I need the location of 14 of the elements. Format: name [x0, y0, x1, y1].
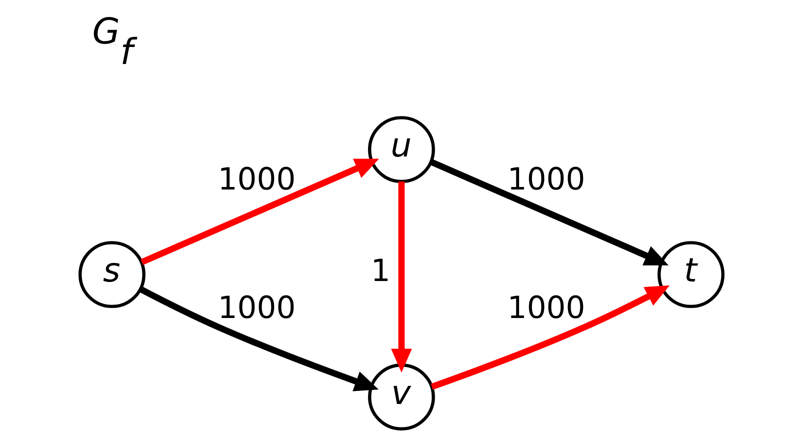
node-circle: u [368, 116, 435, 184]
arrow [430, 285, 670, 390]
arrow [391, 182, 412, 373]
edge-label: 1000 [507, 291, 586, 326]
arrow [430, 159, 669, 266]
node-circle: v [368, 364, 435, 430]
arrow [140, 158, 380, 266]
edge-label: 1000 [507, 162, 586, 198]
node-circle: t [658, 241, 724, 308]
arrow [138, 286, 379, 392]
node-circle: s [78, 241, 146, 308]
edge-label: 1000 [218, 162, 296, 198]
edge-label: 1000 [218, 291, 296, 326]
edge-label: 1 [370, 254, 390, 290]
